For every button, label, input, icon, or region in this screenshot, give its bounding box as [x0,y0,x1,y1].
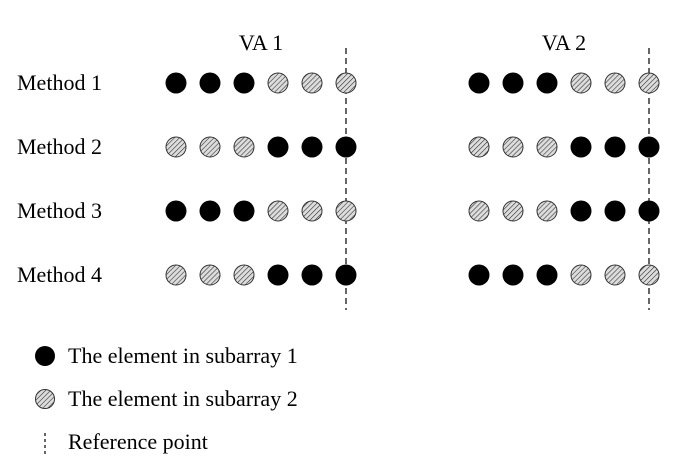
element-subarray-1-r4-va2-1 [468,264,490,286]
element-subarray-2-r4-va1-2 [199,264,221,286]
legend-subarray-1-marker [35,346,55,366]
element-subarray-1-r3-va2-5 [604,200,626,222]
element-subarray-1-r2-va2-4 [570,136,592,158]
element-subarray-1-r1-va1-3 [233,72,255,94]
element-subarray-2-r4-va1-3 [233,264,255,286]
element-subarray-2-r3-va1-5 [301,200,323,222]
element-subarray-1-r1-va2-2 [502,72,524,94]
element-subarray-1-r3-va1-3 [233,200,255,222]
element-subarray-2-r2-va2-1 [468,136,490,158]
element-subarray-1-r3-va2-4 [570,200,592,222]
element-subarray-2-r2-va1-3 [233,136,255,158]
element-subarray-2-r1-va1-4 [267,72,289,94]
element-subarray-2-r1-va1-6 [335,72,357,94]
element-subarray-1-r2-va1-6 [335,136,357,158]
element-subarray-1-r1-va1-1 [165,72,187,94]
element-subarray-2-r3-va2-1 [468,200,490,222]
element-subarray-2-r3-va2-3 [536,200,558,222]
element-subarray-1-r3-va1-1 [165,200,187,222]
legend: The element in subarray 1 The element in… [35,343,298,455]
row-label-method-4: Method 4 [17,262,102,287]
element-subarray-1-r1-va2-1 [468,72,490,94]
element-subarray-2-r3-va2-2 [502,200,524,222]
element-subarray-2-r4-va2-4 [570,264,592,286]
element-subarray-2-r2-va2-2 [502,136,524,158]
element-subarray-1-r1-va1-2 [199,72,221,94]
legend-subarray-1-label: The element in subarray 1 [68,343,298,368]
element-subarray-2-r3-va1-4 [267,200,289,222]
element-subarray-2-r4-va2-5 [604,264,626,286]
row-label-method-1: Method 1 [17,70,102,95]
element-subarray-1-r4-va1-5 [301,264,323,286]
element-subarray-1-r3-va2-6 [638,200,660,222]
element-subarray-1-r2-va1-4 [267,136,289,158]
element-subarray-2-r3-va1-6 [335,200,357,222]
element-subarray-1-r2-va2-5 [604,136,626,158]
element-subarray-2-r1-va1-5 [301,72,323,94]
element-subarray-2-r1-va2-6 [638,72,660,94]
legend-reference-label: Reference point [68,429,208,454]
element-subarray-2-r1-va2-4 [570,72,592,94]
element-subarray-1-r4-va2-3 [536,264,558,286]
legend-subarray-2-marker [35,389,55,409]
legend-subarray-2-label: The element in subarray 2 [68,386,298,411]
element-subarray-1-r4-va2-2 [502,264,524,286]
group-title-va2: VA 2 [542,30,586,55]
element-subarray-1-r1-va2-3 [536,72,558,94]
element-subarray-2-r1-va2-5 [604,72,626,94]
element-subarray-2-r4-va1-1 [165,264,187,286]
group-title-va1: VA 1 [239,30,283,55]
element-subarray-1-r3-va1-2 [199,200,221,222]
element-subarray-1-r2-va1-5 [301,136,323,158]
array-elements [165,72,660,286]
element-subarray-2-r2-va1-2 [199,136,221,158]
element-subarray-2-r2-va1-1 [165,136,187,158]
element-subarray-1-r4-va1-6 [335,264,357,286]
row-label-method-3: Method 3 [17,198,102,223]
element-subarray-1-r4-va1-4 [267,264,289,286]
element-subarray-1-r2-va2-6 [638,136,660,158]
element-subarray-2-r4-va2-6 [638,264,660,286]
row-label-method-2: Method 2 [17,134,102,159]
element-subarray-2-r2-va2-3 [536,136,558,158]
